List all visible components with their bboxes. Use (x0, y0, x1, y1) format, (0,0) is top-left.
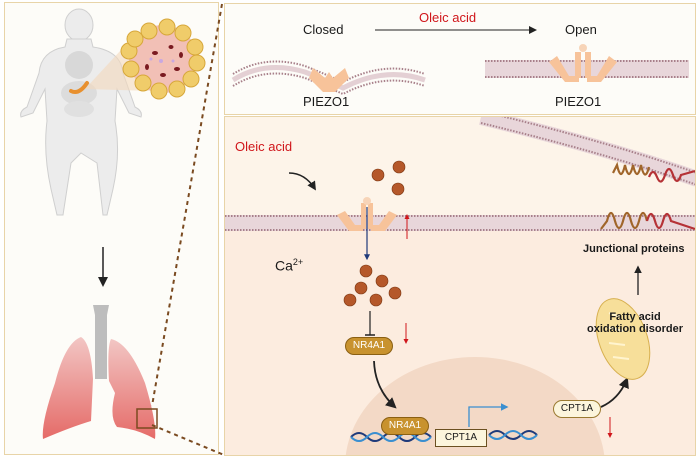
signaling-pathway-panel: Oleic acid Ca2+ NR4A1 NR4A1 CPT1A CPT1A … (224, 116, 696, 456)
translocation-arrow (373, 360, 397, 409)
piezo1-open-label: PIEZO1 (555, 94, 602, 109)
oleic-acid-stimulus-label: Oleic acid (419, 10, 477, 25)
calcium-ions-extracellular (371, 160, 406, 196)
signaling-pathway-illustration (225, 117, 695, 455)
cpt1a-gene-box: CPT1A (435, 429, 487, 447)
curved-arrow-icon (288, 172, 316, 191)
fao-disorder-label: Fatty acid oxidation disorder (575, 311, 695, 335)
calcium-label: Ca2+ (275, 257, 303, 274)
calcium-symbol: Ca (275, 257, 293, 274)
pancreas-icon (69, 81, 89, 94)
right-arrow-icon (375, 26, 537, 34)
nr4a1-nucleus-badge: NR4A1 (381, 417, 429, 435)
fao-label-line1: Fatty acid (609, 311, 661, 323)
fao-label-line2: oxidation disorder (587, 323, 683, 335)
mitochondria-icon (595, 298, 651, 380)
organs-icon (61, 51, 97, 117)
cpt1a-protein-badge: CPT1A (553, 400, 601, 418)
nr4a1-cytoplasm-badge: NR4A1 (345, 337, 393, 355)
zoom-region-box (136, 408, 158, 429)
piezo1-closed-icon (309, 68, 349, 92)
calcium-charge: 2+ (292, 257, 304, 267)
piezo1-gating-panel: Closed Oleic acid Open PIEZO1 PIEZO1 (224, 3, 696, 115)
body-lung-illustration (20, 8, 206, 439)
down-arrow-icon (98, 247, 108, 287)
cpt1a-to-mitochondria-arrow (600, 376, 629, 408)
piezo1-closed-label: PIEZO1 (303, 94, 350, 109)
transcription-arrow (468, 403, 509, 427)
lungs-icon (42, 305, 158, 439)
piezo1-open-icon (549, 44, 617, 82)
membrane-neighbor-cell-front (479, 117, 695, 187)
calcium-ions-intracellular (343, 264, 402, 307)
body-lung-panel (4, 2, 219, 455)
trachea-icon (93, 305, 109, 379)
junctional-proteins-label: Junctional proteins (583, 243, 685, 255)
piezo1-channel-icon (337, 197, 397, 231)
plasma-membrane-front (225, 215, 695, 231)
open-label: Open (565, 22, 597, 37)
oleic-acid-label: Oleic acid (235, 139, 293, 154)
closed-label: Closed (303, 22, 344, 37)
junctional-proteins-icon (600, 161, 695, 231)
piezo1-gating-illustration (231, 26, 689, 96)
